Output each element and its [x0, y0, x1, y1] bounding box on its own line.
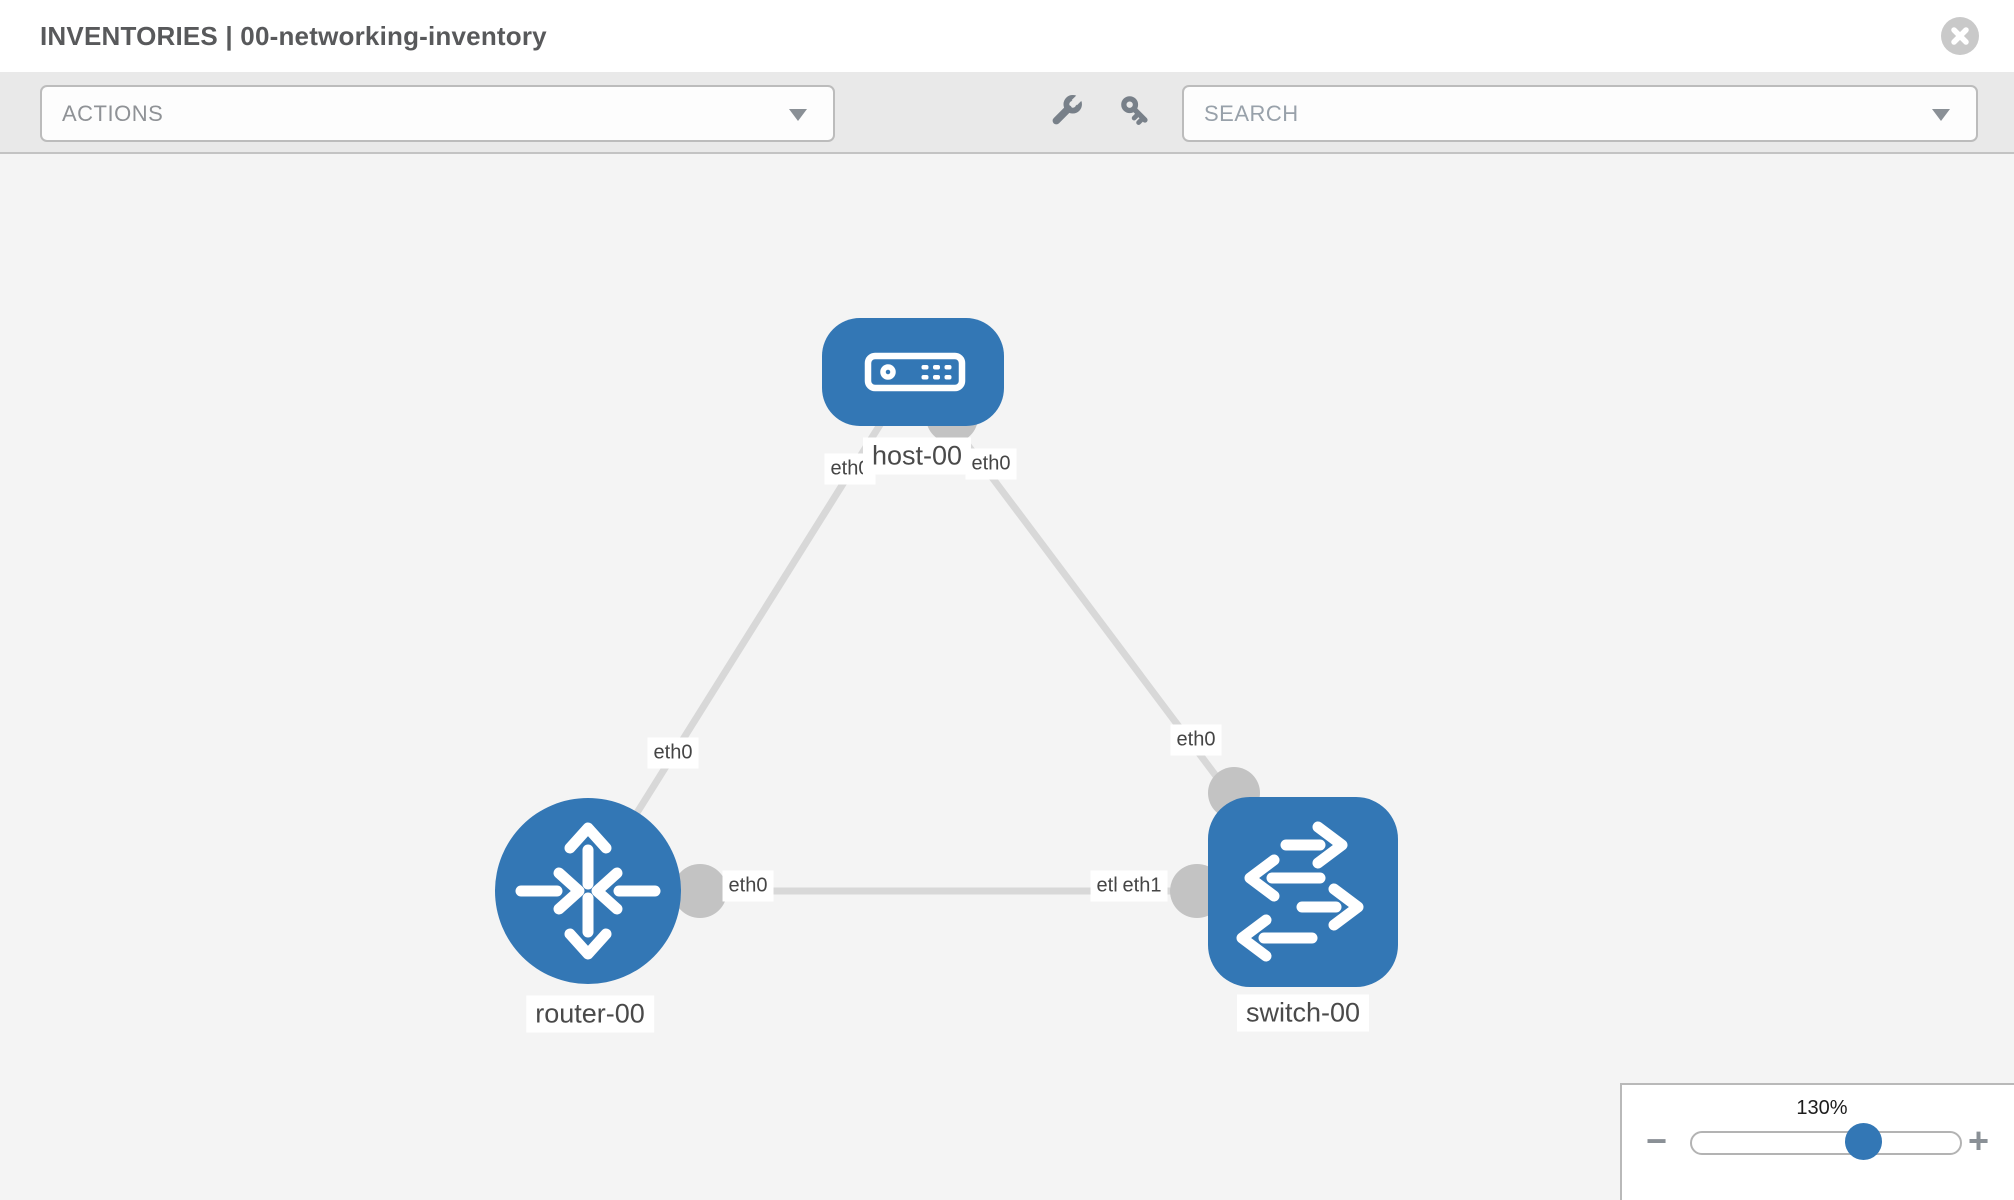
interface-dot-router-eth0[interactable]: [673, 864, 727, 918]
zoom-in-button[interactable]: +: [1968, 1120, 1990, 1161]
router-icon: [515, 822, 661, 960]
host-icon: [864, 352, 966, 392]
topology-canvas[interactable]: eth0 eth0 eth0 eth0 eth0 eth0 eth1 host-…: [0, 154, 2014, 1200]
node-switch-00[interactable]: [1208, 797, 1398, 987]
close-button[interactable]: [1941, 17, 1979, 55]
header: INVENTORIES | 00-networking-inventory: [0, 0, 2014, 73]
node-label-switch: switch-00: [1236, 994, 1370, 1032]
topology-links-layer: [585, 369, 1306, 918]
zoom-out-button[interactable]: −: [1646, 1120, 1668, 1161]
node-label-host: host-00: [862, 437, 972, 475]
zoom-panel: 130% − +: [1620, 1083, 2014, 1200]
wrench-icon: [1052, 94, 1083, 125]
interface-label: eth0: [722, 870, 774, 902]
interface-label: eth1: [1116, 870, 1168, 902]
actions-dropdown[interactable]: ACTIONS: [40, 85, 835, 142]
switch-icon: [1236, 821, 1364, 962]
node-host-00[interactable]: [822, 318, 1004, 426]
actions-dropdown-label: ACTIONS: [62, 100, 164, 126]
zoom-slider-track[interactable]: [1690, 1131, 1962, 1155]
interface-label: eth0: [647, 737, 699, 769]
key-icon: [1121, 96, 1148, 125]
search-chevron-down-icon[interactable]: [1932, 109, 1950, 121]
page-title: INVENTORIES | 00-networking-inventory: [40, 21, 547, 51]
zoom-slider-thumb[interactable]: [1845, 1123, 1882, 1160]
interface-label: eth0: [1170, 724, 1222, 756]
node-label-router: router-00: [526, 995, 654, 1033]
zoom-level-value: 130%: [1796, 1097, 1848, 1119]
credentials-button[interactable]: [1116, 92, 1156, 132]
chevron-down-icon: [789, 109, 807, 121]
toolbar: ACTIONS: [0, 72, 2014, 154]
search-dropdown: [1182, 85, 1978, 142]
configure-tools-button[interactable]: [1046, 92, 1086, 132]
close-icon: [1951, 27, 1969, 45]
search-input[interactable]: [1184, 99, 1976, 128]
interface-label: eth0: [965, 448, 1017, 480]
node-router-00[interactable]: [495, 798, 681, 984]
